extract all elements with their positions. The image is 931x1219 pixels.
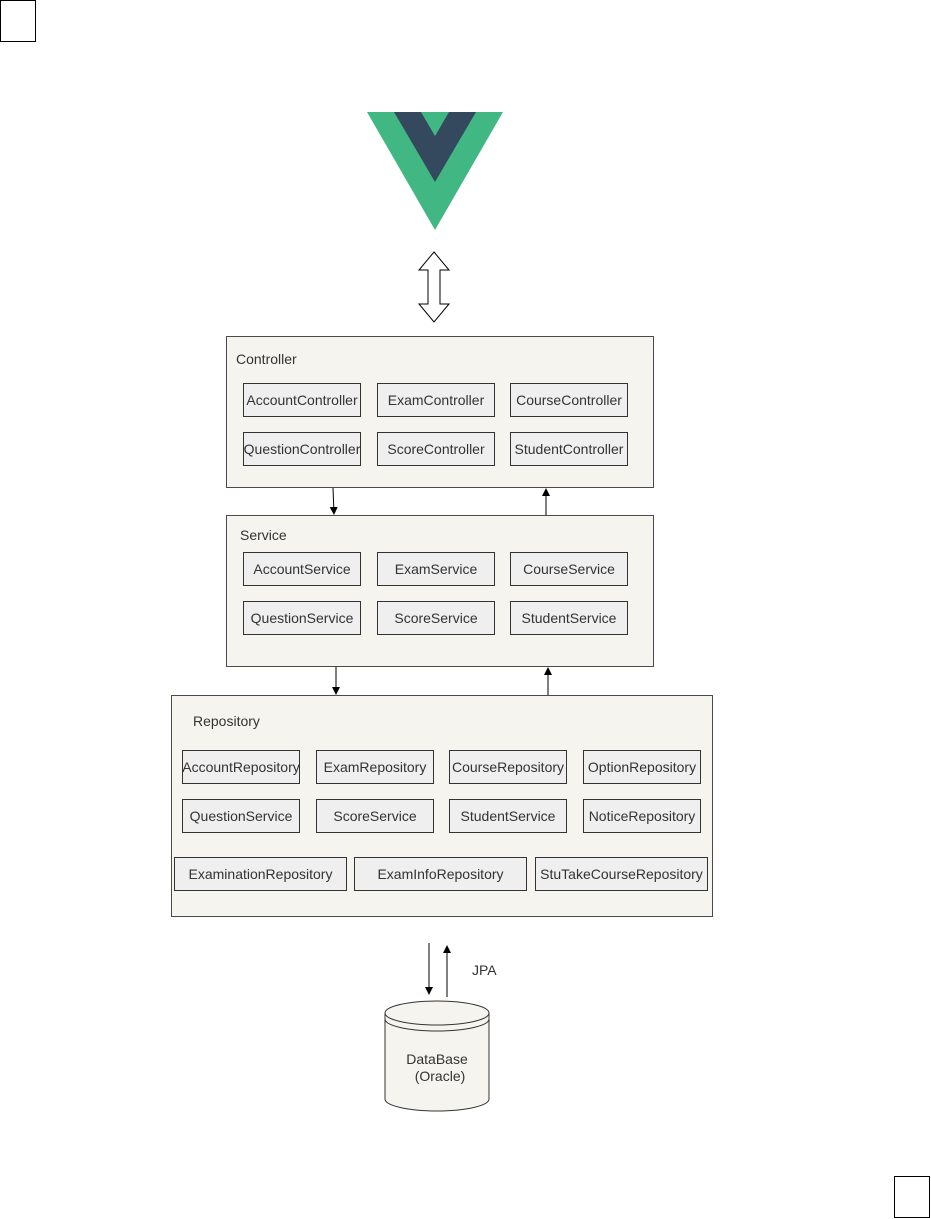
bidirectional-arrow-icon xyxy=(417,251,451,323)
controller-student: StudentController xyxy=(510,432,628,466)
repository-exam-info: ExamInfoRepository xyxy=(354,857,527,891)
repository-stu-take-course: StuTakeCourseRepository xyxy=(535,857,708,891)
repository-student-service: StudentService xyxy=(449,799,567,833)
controller-question: QuestionController xyxy=(243,432,361,466)
service-account: AccountService xyxy=(243,552,361,586)
service-layer-title: Service xyxy=(240,527,287,543)
service-layer: Service xyxy=(226,515,654,667)
repository-examination: ExaminationRepository xyxy=(174,857,347,891)
service-score: ScoreService xyxy=(377,601,495,635)
database-label-line1: DataBase xyxy=(406,1051,468,1067)
page-corner-marker-top-left xyxy=(0,0,36,42)
repository-account: AccountRepository xyxy=(182,750,300,784)
controller-exam: ExamController xyxy=(377,383,495,417)
service-exam: ExamService xyxy=(377,552,495,586)
repository-option: OptionRepository xyxy=(583,750,701,784)
database-cylinder-icon xyxy=(384,1000,490,1112)
controller-course: CourseController xyxy=(510,383,628,417)
page-corner-marker-bottom-right xyxy=(894,1176,930,1218)
controller-score: ScoreController xyxy=(377,432,495,466)
controller-account: AccountController xyxy=(243,383,361,417)
service-student: StudentService xyxy=(510,601,628,635)
controller-to-service-arrow xyxy=(329,487,338,515)
repository-notice: NoticeRepository xyxy=(583,799,701,833)
controller-layer-title: Controller xyxy=(236,351,297,367)
repository-layer-title: Repository xyxy=(193,713,260,729)
database-label-line2: (Oracle) xyxy=(414,1068,466,1084)
vue-logo-icon xyxy=(367,112,503,230)
service-question: QuestionService xyxy=(243,601,361,635)
jpa-label: JPA xyxy=(472,962,497,978)
service-course: CourseService xyxy=(510,552,628,586)
repository-course: CourseRepository xyxy=(449,750,567,784)
repository-score-service: ScoreService xyxy=(316,799,434,833)
repository-question-service: QuestionService xyxy=(182,799,300,833)
repository-exam: ExamRepository xyxy=(316,750,434,784)
